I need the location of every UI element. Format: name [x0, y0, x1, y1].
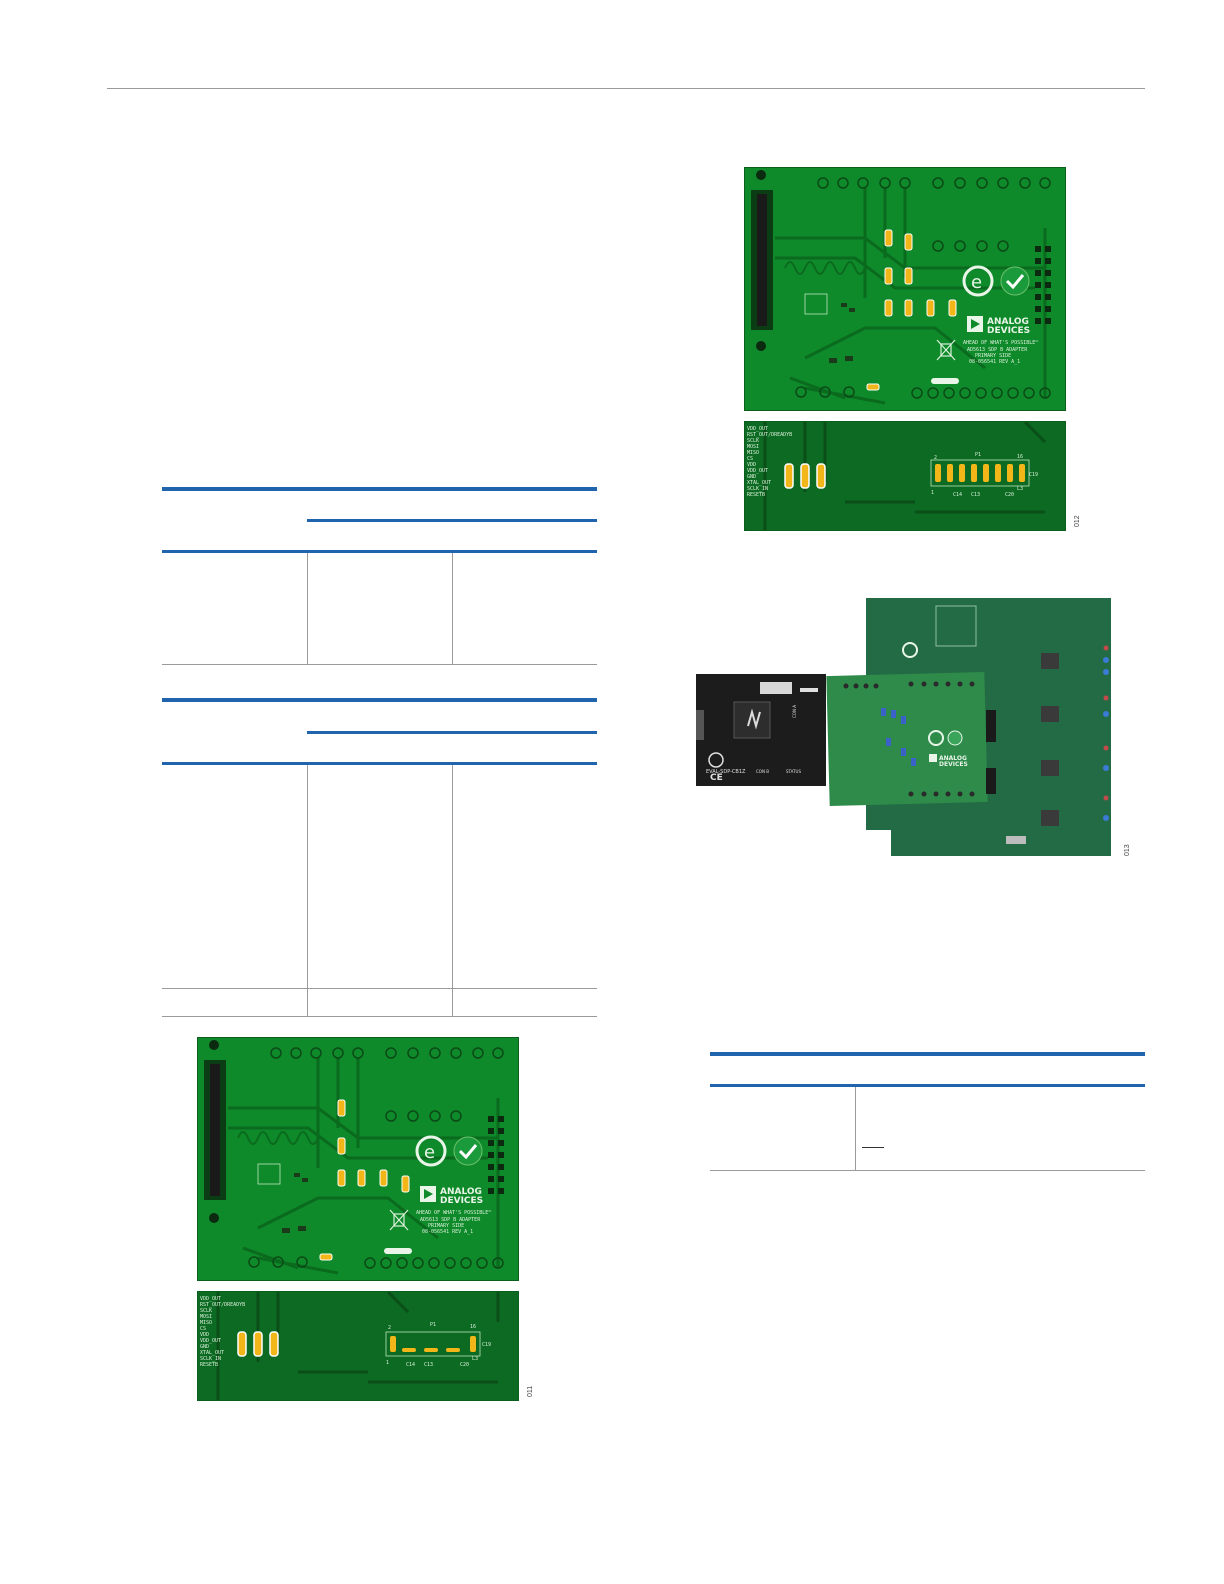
svg-text:2: 2 [388, 1325, 391, 1331]
table-2-col-divider-1 [307, 765, 308, 1016]
svg-text:CON A: CON A [792, 705, 797, 718]
svg-text:ANALOG: ANALOG [939, 755, 967, 762]
photo-artwork: ANALOG DEVICES CE EVAL-SDP-CB1Z CON B ST… [696, 598, 1111, 856]
pcb-board-top-view-fig011: e ANALOG DEVICES AHEAD OF WHAT'S POSSIBL… [197, 1037, 519, 1281]
connector-strip-fig011: P1 2 16 1 C14 C13 C20 C19 L3 VDD_OUT RST… [197, 1291, 519, 1401]
svg-text:VDD: VDD [747, 462, 756, 468]
svg-text:GND: GND [200, 1344, 209, 1350]
table-1-col-divider-1 [307, 553, 308, 664]
svg-text:2: 2 [934, 455, 937, 461]
svg-text:SCLK: SCLK [200, 1308, 212, 1314]
svg-text:C19: C19 [1029, 472, 1038, 478]
svg-text:GND: GND [747, 474, 756, 480]
svg-text:MOSI: MOSI [747, 444, 759, 450]
header-rule [107, 88, 1145, 89]
svg-text:VDD_OUT: VDD_OUT [200, 1338, 221, 1344]
svg-text:ANALOG: ANALOG [440, 1187, 482, 1197]
svg-text:XTAL_OUT: XTAL_OUT [200, 1350, 224, 1356]
svg-text:P1: P1 [430, 1322, 436, 1328]
svg-text:e: e [424, 1142, 435, 1163]
svg-text:C14: C14 [406, 1362, 415, 1368]
connector-strip-artwork: P1 2 16 1 C14 C13 C20 C19 L3 VDD_OUT RST… [747, 422, 1047, 530]
svg-text:EVAL-SDP-CB1Z: EVAL-SDP-CB1Z [706, 769, 746, 775]
svg-text:VDD_OUT: VDD_OUT [200, 1296, 221, 1302]
svg-text:1: 1 [386, 1360, 389, 1366]
table-2-top-rule [162, 698, 597, 702]
figure-number-012: 012 [1074, 515, 1081, 527]
svg-text:C13: C13 [424, 1362, 433, 1368]
svg-text:1: 1 [931, 490, 934, 496]
svg-text:DEVICES: DEVICES [939, 761, 968, 768]
svg-text:RESETB: RESETB [747, 492, 765, 498]
table-3-header-rule [710, 1084, 1145, 1087]
svg-text:C14: C14 [953, 492, 962, 498]
pcb-artwork: e ANALOG DEVICES AHEAD OF WHAT'S POSSIBL… [751, 170, 1051, 405]
table-2-bottom-rule [162, 1016, 597, 1017]
table-2-header-rule [162, 762, 597, 765]
table-3-top-rule [710, 1052, 1145, 1056]
svg-text:08-056541 REV A_1: 08-056541 REV A_1 [969, 359, 1020, 365]
photo-assembled-boards-fig013: ANALOG DEVICES CE EVAL-SDP-CB1Z CON B ST… [696, 598, 1116, 858]
svg-text:VDD_OUT: VDD_OUT [747, 468, 768, 474]
svg-text:C19: C19 [482, 1342, 491, 1348]
svg-text:SCLK: SCLK [747, 438, 759, 444]
figure-number-013: 013 [1124, 844, 1131, 856]
table-2-row-rule [162, 988, 597, 989]
svg-text:AHEAD OF WHAT'S POSSIBLE™: AHEAD OF WHAT'S POSSIBLE™ [416, 1210, 491, 1216]
svg-text:RESETB: RESETB [200, 1362, 218, 1368]
svg-text:VDD: VDD [200, 1332, 209, 1338]
pcb-artwork: e ANALOG DEVICES AHEAD OF WHAT'S POSSIBL… [204, 1040, 504, 1275]
svg-text:MISO: MISO [747, 450, 759, 456]
table-1-header-rule [162, 550, 597, 553]
table-1-col-divider-2 [452, 553, 453, 664]
svg-text:16: 16 [1017, 454, 1023, 460]
svg-text:AD5613 SDP B ADAPTER: AD5613 SDP B ADAPTER [967, 347, 1028, 353]
svg-text:MOSI: MOSI [200, 1314, 212, 1320]
svg-text:e: e [971, 272, 982, 293]
svg-text:DEVICES: DEVICES [987, 326, 1030, 336]
connector-strip-fig012: P1 2 16 1 C14 C13 C20 C19 L3 VDD_OUT RST… [744, 421, 1066, 531]
connector-strip-artwork: P1 2 16 1 C14 C13 C20 C19 L3 VDD_OUT RST… [200, 1292, 500, 1400]
svg-text:AD5613 SDP B ADAPTER: AD5613 SDP B ADAPTER [420, 1217, 481, 1223]
table-2-col-divider-2 [452, 765, 453, 1016]
svg-text:DEVICES: DEVICES [440, 1196, 483, 1206]
pcb-board-top-view-fig012: e ANALOG DEVICES AHEAD OF WHAT'S POSSIBL… [744, 167, 1066, 411]
svg-text:RST_OUT/DREADYB: RST_OUT/DREADYB [200, 1302, 245, 1308]
svg-text:C20: C20 [460, 1362, 469, 1368]
svg-text:RST_OUT/DREADYB: RST_OUT/DREADYB [747, 432, 792, 438]
figure-number-011: 011 [527, 1385, 534, 1397]
svg-text:PRIMARY SIDE: PRIMARY SIDE [975, 353, 1011, 359]
svg-text:VDD_OUT: VDD_OUT [747, 426, 768, 432]
svg-text:C20: C20 [1005, 492, 1014, 498]
svg-text:CE: CE [710, 773, 723, 783]
svg-text:PRIMARY SIDE: PRIMARY SIDE [428, 1223, 464, 1229]
table-3-bottom-rule [710, 1170, 1145, 1171]
svg-text:CS: CS [200, 1326, 206, 1332]
svg-text:C13: C13 [971, 492, 980, 498]
svg-text:AHEAD OF WHAT'S POSSIBLE™: AHEAD OF WHAT'S POSSIBLE™ [963, 340, 1038, 346]
svg-text:XTAL_OUT: XTAL_OUT [747, 480, 771, 486]
table-1-span-rule [307, 519, 597, 522]
svg-text:08-056541 REV A_1: 08-056541 REV A_1 [422, 1229, 473, 1235]
svg-text:16: 16 [470, 1324, 476, 1330]
svg-text:ANALOG: ANALOG [987, 317, 1029, 327]
svg-text:CS: CS [747, 456, 753, 462]
svg-text:MISO: MISO [200, 1320, 212, 1326]
svg-text:L3: L3 [1017, 486, 1023, 492]
table-1-bottom-rule [162, 664, 597, 665]
table-1-top-rule [162, 487, 597, 491]
svg-text:SCLK_IN: SCLK_IN [200, 1356, 221, 1362]
svg-text:L3: L3 [472, 1356, 478, 1362]
overbar-mark [862, 1147, 884, 1148]
svg-text:CON B: CON B [756, 769, 769, 774]
svg-text:P1: P1 [975, 452, 981, 458]
table-3-col-divider [855, 1087, 856, 1171]
svg-text:STATUS: STATUS [786, 769, 801, 774]
table-2-span-rule [307, 731, 597, 734]
svg-text:SCLK_IN: SCLK_IN [747, 486, 768, 492]
